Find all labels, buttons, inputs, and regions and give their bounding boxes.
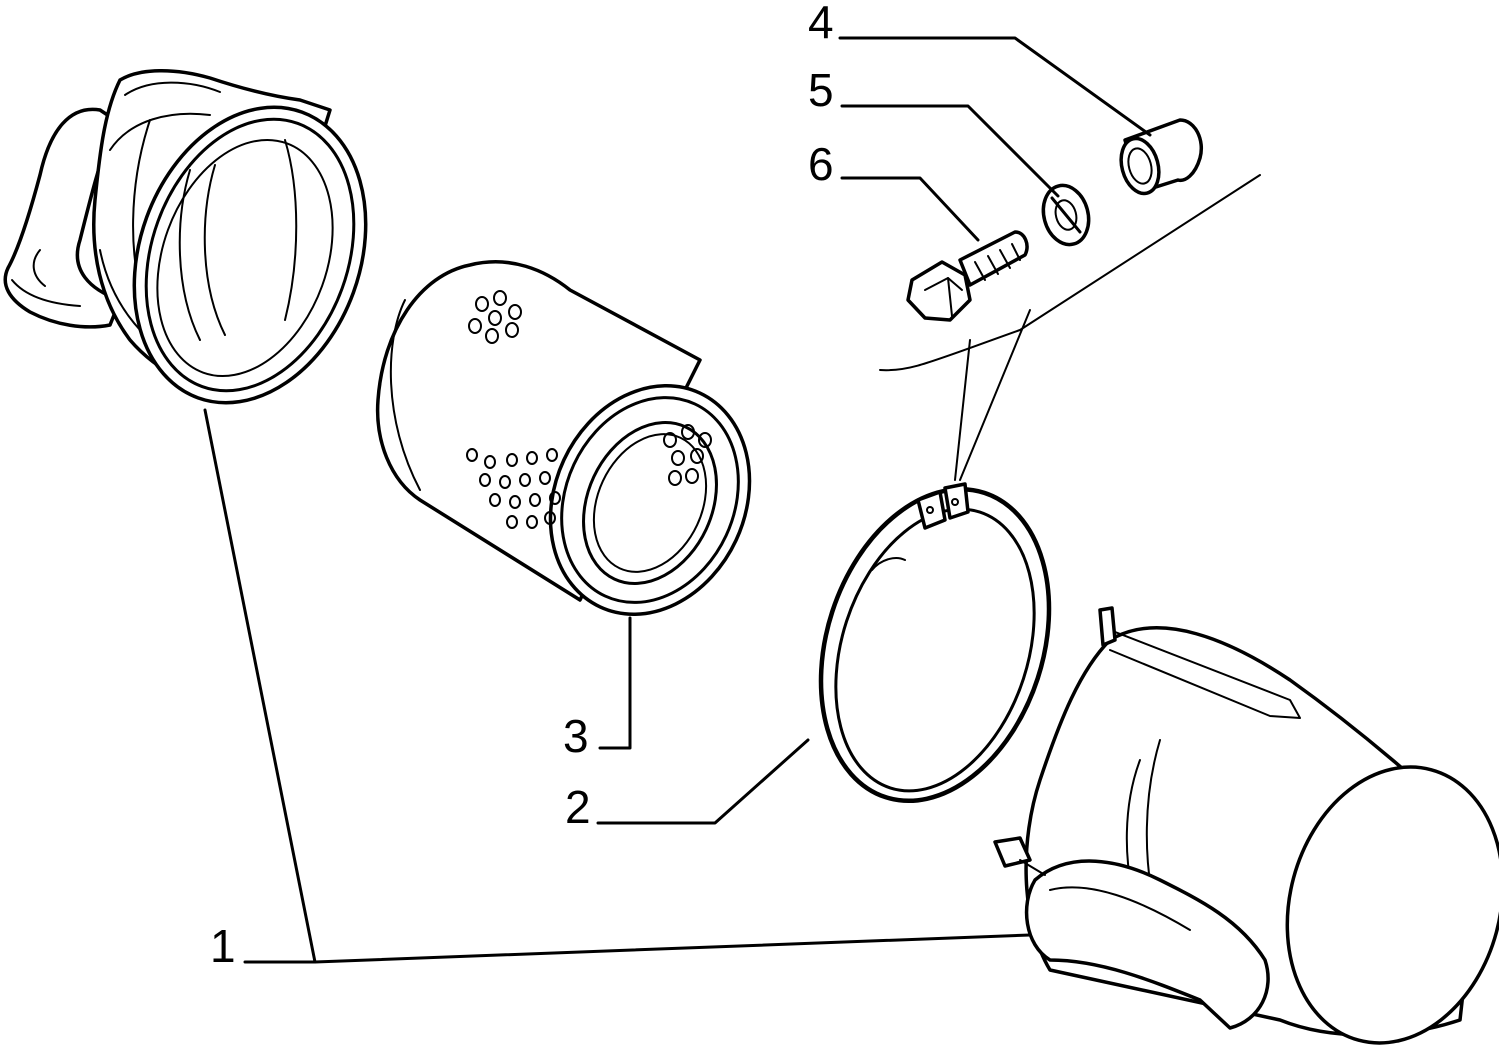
mount-guide-lines [879,174,1261,481]
spacer-bush [1119,118,1203,196]
filter-cartridge [375,260,752,616]
callout-1: 1 [210,920,236,972]
callout-5: 5 [808,64,834,116]
filter-housing [993,606,1499,1045]
washer [1041,183,1091,247]
callout-3: 3 [563,710,589,762]
callouts: 1 2 3 4 5 6 [210,0,834,972]
bolt [906,230,1029,322]
callout-6: 6 [808,138,834,190]
callout-2: 2 [565,781,591,833]
clamp-band [818,482,1052,804]
leader-lines [203,36,1152,964]
callout-4: 4 [808,0,834,48]
intake-sleeve [3,69,368,405]
